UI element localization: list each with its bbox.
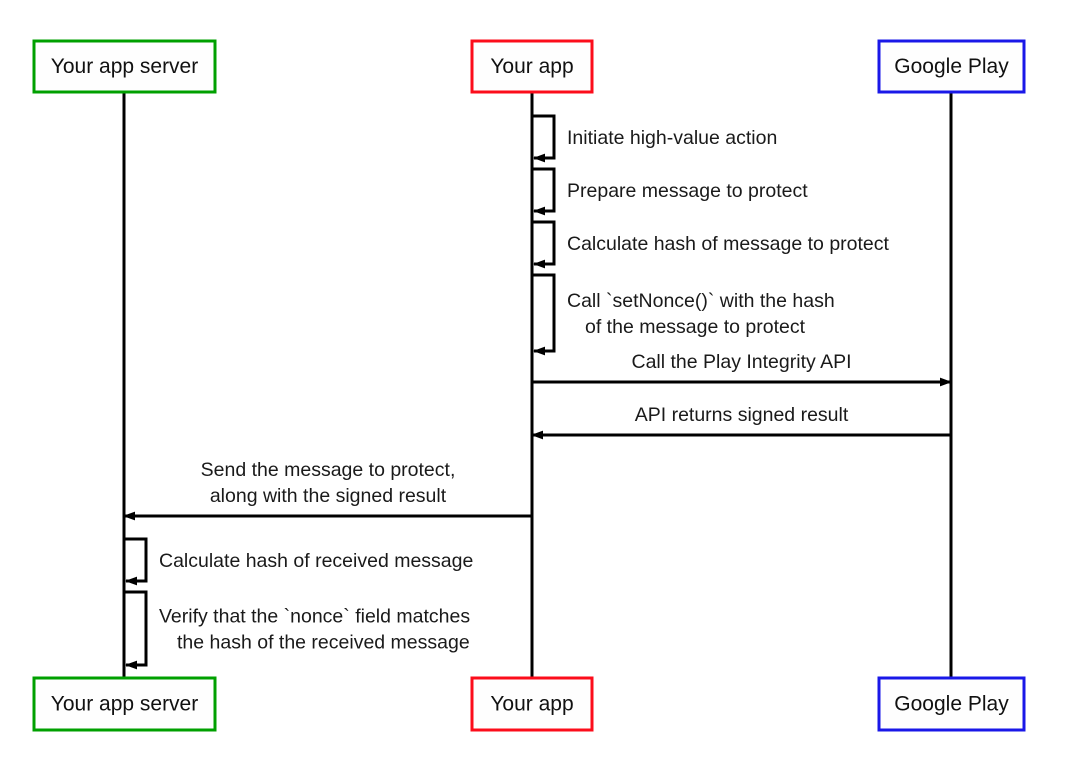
participant-label-your-app-bottom: Your app xyxy=(490,693,573,716)
message-label-call-play-integrity-api: Call the Play Integrity API xyxy=(631,351,851,373)
participant-label-app-server-bottom: Your app server xyxy=(51,693,198,716)
self-message-loop-verify-nonce-field xyxy=(124,590,148,670)
self-message-loop-call-setnonce xyxy=(532,273,556,356)
lifelines-group xyxy=(122,92,953,678)
participant-box-app-server-bottom[interactable] xyxy=(32,676,217,732)
self-message-label-calculate-hash-of-message: Calculate hash of message to protect xyxy=(567,233,890,255)
participant-box-google-play-bottom[interactable] xyxy=(877,676,1026,732)
participant-box-google-play-top[interactable] xyxy=(877,39,1026,94)
self-message-label-call-setnonce: of the message to protect xyxy=(585,316,806,338)
self-message-loop-prepare-message-to-protect xyxy=(532,167,556,216)
participant-label-your-app-top: Your app xyxy=(490,55,573,78)
participant-label-app-server-top: Your app server xyxy=(51,55,198,78)
self-message-label-calculate-hash-of-received-message: Calculate hash of received message xyxy=(159,550,473,572)
self-message-label-verify-nonce-field: Verify that the `nonce` field matches xyxy=(159,606,470,628)
participant-label-google-play-top: Google Play xyxy=(894,55,1009,78)
message-label-send-message-and-signed-result: along with the signed result xyxy=(210,485,447,507)
message-label-send-message-and-signed-result: Send the message to protect, xyxy=(201,459,456,481)
self-message-loop-calculate-hash-of-message xyxy=(532,220,556,269)
self-message-label-prepare-message-to-protect: Prepare message to protect xyxy=(567,180,808,202)
participant-label-google-play-bottom: Google Play xyxy=(894,693,1009,716)
messages-group: Call the Play Integrity API API returns s… xyxy=(123,351,952,521)
participant-box-your-app-top[interactable] xyxy=(470,39,594,94)
message-label-api-returns-signed-result: API returns signed result xyxy=(635,404,849,426)
self-message-label-call-setnonce: Call `setNonce()` with the hash xyxy=(567,290,835,312)
participant-box-your-app-bottom[interactable] xyxy=(470,676,594,732)
participant-box-app-server-top[interactable] xyxy=(32,39,217,94)
self-message-loop-calculate-hash-of-received-message xyxy=(124,537,148,586)
self-message-label-initiate-high-value-action: Initiate high-value action xyxy=(567,127,777,149)
self-message-label-verify-nonce-field: the hash of the received message xyxy=(177,632,470,654)
self-message-loop-initiate-high-value-action xyxy=(532,114,556,163)
